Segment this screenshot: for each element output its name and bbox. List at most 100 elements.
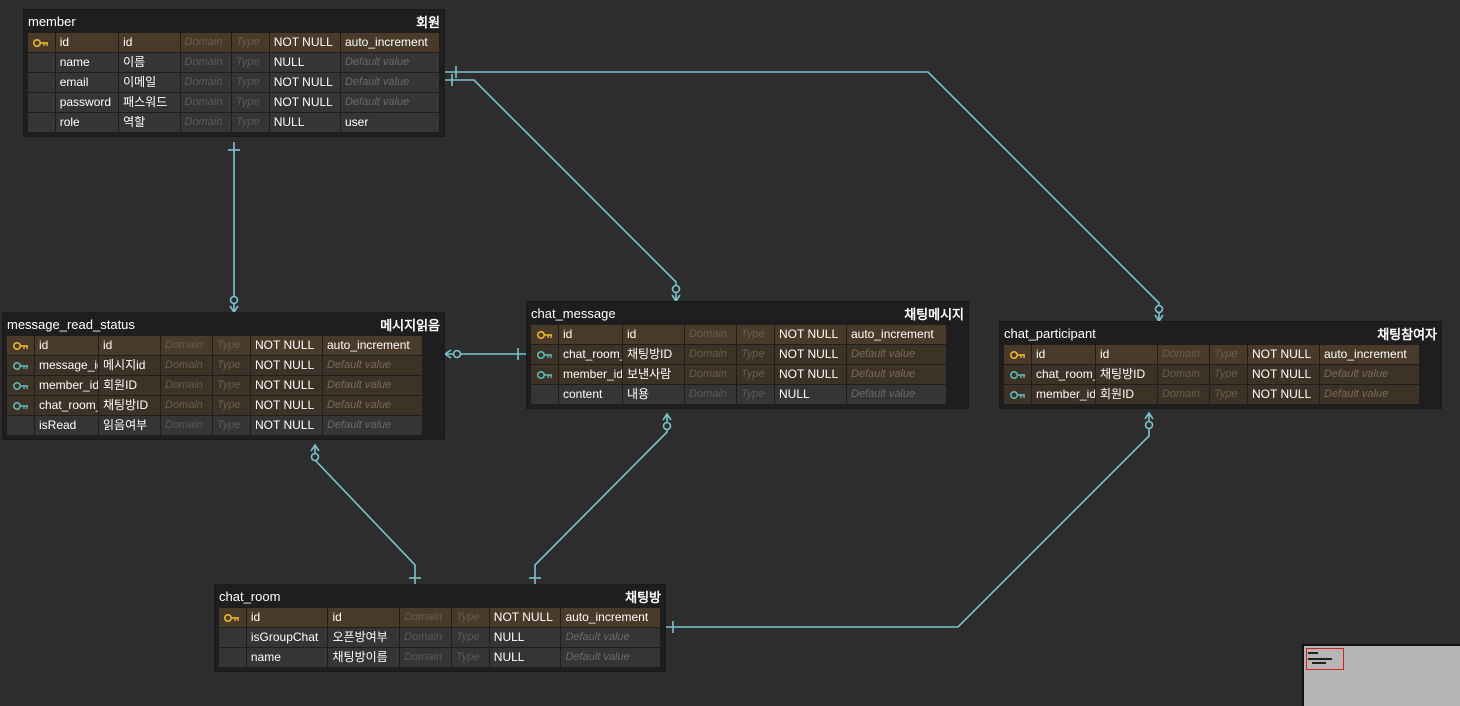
column-name[interactable]: member_id (35, 376, 99, 395)
column-nullable[interactable]: NOT NULL (775, 325, 847, 344)
column-comment[interactable]: id (623, 325, 685, 344)
column-comment[interactable]: 보낸사람 (623, 365, 685, 384)
key-cell[interactable] (28, 93, 56, 112)
column-comment[interactable]: 채팅방ID (1096, 365, 1158, 384)
column-nullable[interactable]: NULL (269, 113, 341, 132)
column-comment[interactable]: 오픈방여부 (328, 628, 401, 647)
column-domain[interactable]: Domain (400, 628, 452, 647)
column-name[interactable]: isGroupChat (246, 628, 329, 647)
column-default[interactable]: Default value (1320, 385, 1420, 404)
column-type[interactable]: Type (1210, 345, 1248, 364)
key-cell[interactable] (1004, 365, 1032, 384)
column-comment[interactable]: 패스워드 (119, 93, 181, 112)
column-default[interactable]: Default value (561, 628, 661, 647)
column-type[interactable]: Type (232, 53, 270, 72)
column-name[interactable]: password (55, 93, 120, 112)
column-name[interactable]: email (55, 73, 120, 92)
entity-header[interactable]: member 회원 (24, 10, 444, 32)
column-name[interactable]: id (246, 608, 329, 627)
column-row[interactable]: chat_room_id채팅방IDDomainTypeNOT NULLDefau… (7, 396, 440, 415)
column-type[interactable]: Type (232, 93, 270, 112)
column-comment[interactable]: id (99, 336, 161, 355)
column-default[interactable]: auto_increment (561, 608, 661, 627)
column-domain[interactable]: Domain (1158, 385, 1210, 404)
column-type[interactable]: Type (451, 608, 490, 627)
column-nullable[interactable]: NULL (489, 628, 562, 647)
column-name[interactable]: role (55, 113, 120, 132)
column-domain[interactable]: Domain (161, 376, 213, 395)
column-domain[interactable]: Domain (161, 336, 213, 355)
column-default[interactable]: auto_increment (323, 336, 423, 355)
column-default[interactable]: auto_increment (341, 33, 440, 52)
key-cell[interactable] (531, 325, 559, 344)
column-domain[interactable]: Domain (1158, 365, 1210, 384)
column-type[interactable]: Type (213, 376, 251, 395)
column-nullable[interactable]: NULL (489, 648, 562, 667)
column-nullable[interactable]: NOT NULL (1248, 345, 1320, 364)
column-default[interactable]: Default value (323, 396, 423, 415)
key-cell[interactable] (7, 336, 35, 355)
column-comment[interactable]: id (119, 33, 181, 52)
column-default[interactable]: Default value (847, 345, 947, 364)
key-cell[interactable] (219, 608, 247, 627)
minimap[interactable] (1302, 644, 1460, 706)
column-name[interactable]: member_id (559, 365, 623, 384)
column-comment[interactable]: 읽음여부 (99, 416, 161, 435)
column-nullable[interactable]: NOT NULL (489, 608, 562, 627)
column-default[interactable]: user (341, 113, 440, 132)
column-name[interactable]: content (559, 385, 623, 404)
column-domain[interactable]: Domain (180, 33, 233, 52)
column-comment[interactable]: id (328, 608, 401, 627)
column-row[interactable]: chat_room_id채팅방IDDomainTypeNOT NULLDefau… (1004, 365, 1437, 384)
column-domain[interactable]: Domain (400, 608, 452, 627)
column-nullable[interactable]: NULL (775, 385, 847, 404)
column-comment[interactable]: 메시지id (99, 356, 161, 375)
column-type[interactable]: Type (737, 325, 775, 344)
column-type[interactable]: Type (232, 113, 270, 132)
column-domain[interactable]: Domain (161, 356, 213, 375)
column-type[interactable]: Type (213, 356, 251, 375)
column-domain[interactable]: Domain (685, 365, 737, 384)
column-domain[interactable]: Domain (161, 416, 213, 435)
column-type[interactable]: Type (451, 648, 490, 667)
column-name[interactable]: chat_room_id (559, 345, 623, 364)
column-domain[interactable]: Domain (685, 385, 737, 404)
column-name[interactable]: name (246, 648, 329, 667)
column-type[interactable]: Type (213, 396, 251, 415)
column-type[interactable]: Type (737, 345, 775, 364)
column-comment[interactable]: 채팅방ID (623, 345, 685, 364)
column-comment[interactable]: 회원ID (1096, 385, 1158, 404)
column-comment[interactable]: 역할 (119, 113, 181, 132)
column-comment[interactable]: 내용 (623, 385, 685, 404)
column-domain[interactable]: Domain (180, 73, 233, 92)
column-comment[interactable]: 회원ID (99, 376, 161, 395)
column-name[interactable]: member_id (1032, 385, 1096, 404)
column-type[interactable]: Type (232, 73, 270, 92)
key-cell[interactable] (28, 33, 56, 52)
key-cell[interactable] (28, 53, 56, 72)
column-name[interactable]: chat_room_id (35, 396, 99, 415)
entity-header[interactable]: chat_message 채팅메시지 (527, 302, 968, 324)
column-nullable[interactable]: NOT NULL (775, 345, 847, 364)
column-nullable[interactable]: NOT NULL (251, 356, 323, 375)
column-domain[interactable]: Domain (180, 53, 233, 72)
key-cell[interactable] (28, 113, 56, 132)
column-default[interactable]: auto_increment (1320, 345, 1420, 364)
column-nullable[interactable]: NOT NULL (269, 33, 341, 52)
column-comment[interactable]: 이메일 (119, 73, 181, 92)
column-default[interactable]: Default value (341, 93, 440, 112)
column-domain[interactable]: Domain (180, 113, 233, 132)
column-type[interactable]: Type (232, 33, 270, 52)
column-nullable[interactable]: NOT NULL (1248, 365, 1320, 384)
